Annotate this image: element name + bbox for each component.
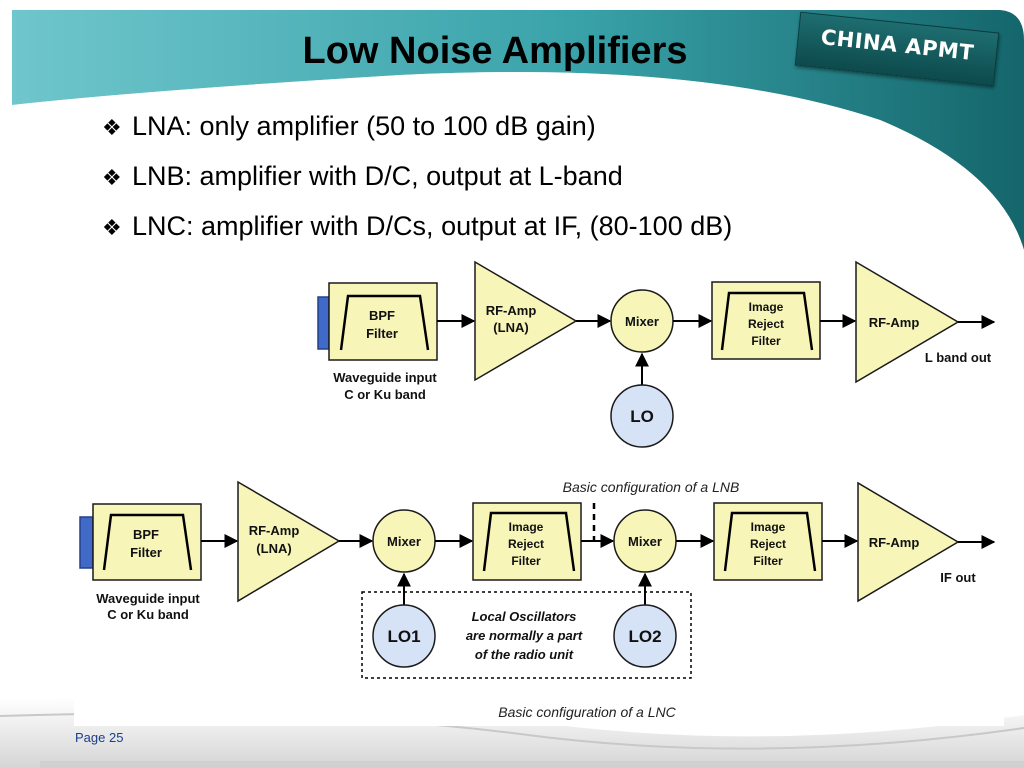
rf-amp-lna-label: RF-Amp xyxy=(486,303,537,318)
page-number: Page 25 xyxy=(75,730,124,745)
diamond-bullet-icon: ❖ xyxy=(102,215,122,240)
image-reject-label: Filter xyxy=(511,554,541,568)
bandpass-shape-icon xyxy=(102,513,193,571)
image-reject-label: Filter xyxy=(751,334,781,348)
image-reject-label: Reject xyxy=(748,317,784,331)
waveguide-input-label: C or Ku band xyxy=(344,387,426,402)
rf-amp-triangle xyxy=(857,481,960,603)
rf-amp-lna-label: (LNA) xyxy=(493,320,528,335)
bullet-text: LNB: amplifier with D/C, output at L-ban… xyxy=(132,161,623,191)
bandpass-shape-icon xyxy=(482,511,576,572)
lnb-diagram: BPF Filter Waveguide input C or Ku band RF… xyxy=(317,260,996,495)
waveguide-input-label: C or Ku band xyxy=(107,607,189,622)
rf-amp-lna-label: (LNA) xyxy=(256,541,291,556)
lo2-label: LO2 xyxy=(628,627,661,646)
rf-amp-triangle xyxy=(855,260,960,384)
waveguide-input-icon xyxy=(79,516,94,569)
bandpass-shape-icon xyxy=(723,511,817,572)
lo-label: LO xyxy=(630,407,654,426)
mixer-label: Mixer xyxy=(625,314,659,329)
rf-amp-label: RF-Amp xyxy=(869,315,920,330)
diamond-bullet-icon: ❖ xyxy=(102,165,122,190)
rf-amp-label: RF-Amp xyxy=(869,535,920,550)
lo1-label: LO1 xyxy=(387,627,420,646)
mixer-label: Mixer xyxy=(387,534,421,549)
teal-banner xyxy=(12,10,1024,250)
local-oscillators-box xyxy=(361,591,692,679)
mixer-label: Mixer xyxy=(628,534,662,549)
bottom-bar xyxy=(40,761,1024,768)
l-band-out-label: L band out xyxy=(925,350,992,365)
waveguide-input-label: Waveguide input xyxy=(96,591,200,606)
lo2-circle xyxy=(613,604,677,668)
image-reject-label: Filter xyxy=(753,554,783,568)
rf-amp-lna-label: RF-Amp xyxy=(249,523,300,538)
waveguide-input-icon xyxy=(317,296,330,350)
bullet-item: ❖ LNA: only amplifier (50 to 100 dB gain) xyxy=(102,111,732,161)
bullet-text: LNA: only amplifier (50 to 100 dB gain) xyxy=(132,111,596,141)
oscillator-note: of the radio unit xyxy=(475,647,574,662)
waveguide-input-label: Waveguide input xyxy=(333,370,437,385)
image-reject-label: Image xyxy=(751,520,786,534)
image-reject-label: Image xyxy=(509,520,544,534)
lnc-caption: Basic configuration of a LNC xyxy=(498,704,676,720)
if-out-label: IF out xyxy=(940,570,976,585)
svg-text:RF-Amp(LNA): RF-Amp (LNA) xyxy=(486,303,537,335)
diamond-bullet-icon: ❖ xyxy=(102,115,122,140)
bandpass-shape-icon xyxy=(720,291,814,351)
image-reject-label: Image xyxy=(749,300,784,314)
image-reject-label: Reject xyxy=(750,537,786,551)
bandpass-shape-icon xyxy=(339,294,430,351)
lnb-caption: Basic configuration of a LNB xyxy=(563,479,740,495)
rf-amp-lna-triangle xyxy=(237,480,341,603)
image-reject-label: Reject xyxy=(508,537,544,551)
bullet-item: ❖ LNC: amplifier with D/Cs, output at IF,… xyxy=(102,211,732,261)
bullet-list: ❖ LNA: only amplifier (50 to 100 dB gain)… xyxy=(102,111,732,261)
lo-circle xyxy=(610,384,674,448)
bullet-text: LNC: amplifier with D/Cs, output at IF, … xyxy=(132,211,733,241)
lo1-circle xyxy=(372,604,436,668)
bpf-label: BPF xyxy=(369,308,395,323)
bpf-label: Filter xyxy=(366,326,398,341)
slide-title: Low Noise Amplifiers xyxy=(302,30,688,72)
oscillator-note: Local Oscillators xyxy=(472,609,577,624)
oscillator-note: are normally a part xyxy=(466,628,583,643)
bpf-label: Filter xyxy=(130,545,162,560)
bullet-item: ❖ LNB: amplifier with D/C, output at L-ba… xyxy=(102,161,732,211)
rf-amp-lna-triangle xyxy=(474,260,578,382)
svg-text:RF-Amp(LNA): RF-Amp (LNA) xyxy=(249,523,300,556)
bpf-label: BPF xyxy=(133,527,159,542)
